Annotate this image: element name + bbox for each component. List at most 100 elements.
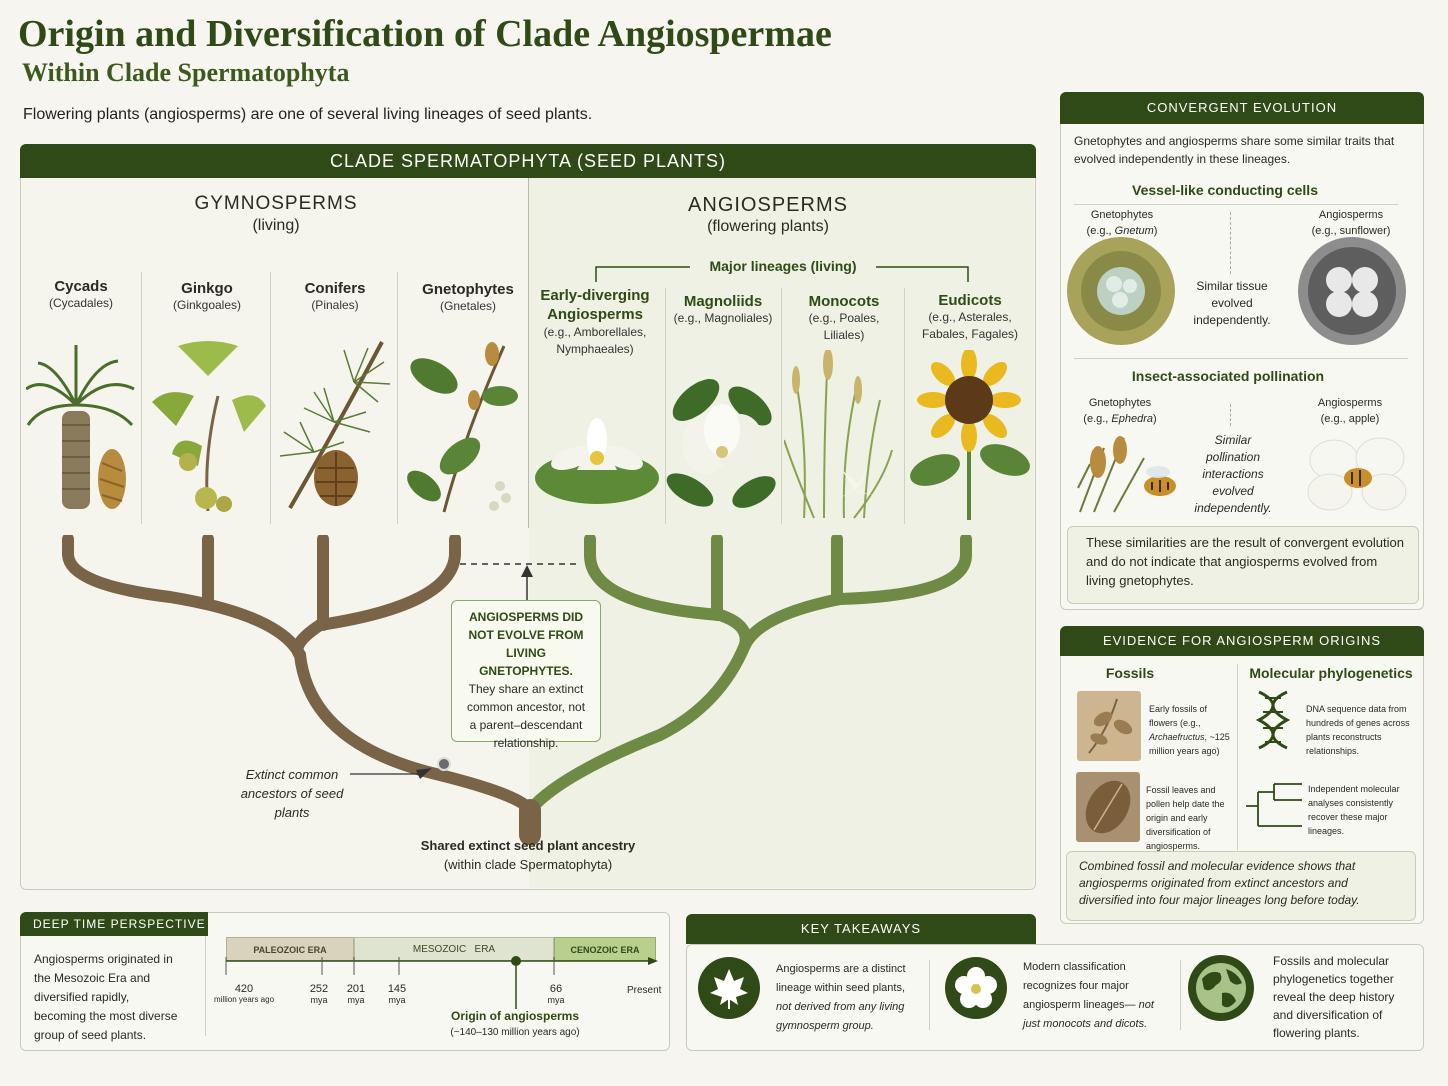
col-sep-2 — [270, 272, 271, 524]
evidence-conclusion: Combined fossil and molecular evidence s… — [1066, 851, 1416, 921]
magnolia-illustration — [666, 379, 776, 508]
timeline-axis — [225, 956, 658, 1009]
molecular-2-text: Independent molecular analyses consisten… — [1308, 784, 1400, 836]
phylogeny-tree — [62, 535, 972, 845]
group-name: Ginkgo — [181, 280, 233, 297]
vessel-angio-label: Angiosperms (e.g., sunflower) — [1296, 207, 1406, 239]
deep-time-header: DEEP TIME PERSPECTIVE — [20, 912, 208, 936]
gnetophyte-illustration — [407, 342, 518, 513]
takeaway-1: Angiosperms are a distinct lineage withi… — [776, 960, 916, 1036]
group-name: Cycads — [54, 278, 108, 295]
vessel-title: Vessel-like conducting cells — [1132, 182, 1318, 198]
cycad-illustration — [26, 345, 135, 509]
convergent-header: CONVERGENT EVOLUTION — [1060, 92, 1424, 124]
apple-blossom-illustration — [1307, 437, 1407, 511]
group-name: Gnetophytes — [422, 281, 514, 298]
takeaway-2-b: not just monocots and dicots. — [1023, 999, 1154, 1030]
deep-time-text: Angiosperms originated in the Mesozoic E… — [34, 952, 178, 1042]
takeaways-header: KEY TAKEAWAYS — [686, 914, 1036, 944]
vessel-rule — [1074, 204, 1398, 205]
tick-420: 420 million years ago — [206, 983, 282, 1004]
takeaway-divider-2 — [1180, 960, 1181, 1030]
group-sub: (Ginkgoales) — [172, 298, 242, 312]
group-gnetophytes: Gnetophytes (Gnetales) — [400, 281, 536, 315]
major-lineages-bracket — [595, 266, 969, 282]
era-mesozoic: MESOZOIC ERA — [354, 937, 554, 961]
insect-title: Insect-associated pollination — [1131, 368, 1325, 384]
convergent-panel — [1060, 92, 1424, 610]
col-sep-1 — [141, 272, 142, 524]
ginkgo-illustration — [152, 341, 266, 512]
flower-fossil-image — [1077, 691, 1141, 761]
col-sep-6 — [781, 288, 782, 524]
vessel-divider — [1230, 212, 1231, 274]
takeaways-panel — [686, 944, 1424, 1051]
tick-value: 252 — [309, 983, 329, 995]
gnetophyte-callout: ANGIOSPERMS DID NOT EVOLVE FROM LIVING G… — [451, 600, 601, 750]
waterlily-illustration — [535, 418, 659, 504]
group-sub: (Gnetales) — [439, 299, 497, 313]
maple-leaf-icon — [698, 957, 760, 1019]
tick-66: 66 mya — [539, 983, 573, 1005]
insect-angio-label: Angiosperms (e.g., apple) — [1300, 395, 1400, 427]
group-name: Magnoliids — [683, 293, 763, 310]
fossil-2-text: Fossil leaves and pollen help date the o… — [1146, 785, 1225, 851]
group-sub: (e.g., Poales, Liliales) — [808, 311, 880, 342]
intro-text: Flowering plants (angiosperms) are one o… — [23, 106, 593, 123]
group-sub: (e.g., Amborellales, Nymphaeales) — [543, 325, 647, 356]
angio-label: Angiosperms — [1317, 397, 1383, 409]
group-name: Eudicots — [938, 292, 1002, 309]
leaf-fossil-image — [1076, 772, 1140, 842]
insect-gneto-label: Gnetophytes (e.g., Ephedra) — [1070, 395, 1170, 427]
gymno-angio-divider — [528, 178, 529, 528]
group-name: Monocots — [808, 293, 880, 310]
group-name: Conifers — [304, 280, 366, 297]
tick-value: 66 — [549, 983, 563, 995]
evidence-header: EVIDENCE FOR ANGIOSPERM ORIGINS — [1060, 626, 1424, 656]
root-sub: (within clade Spermatophyta) — [443, 857, 613, 872]
takeaway-2: Modern classification recognizes four ma… — [1023, 958, 1173, 1034]
sunflower-micrograph — [1298, 237, 1406, 345]
group-sub: (e.g., Asterales, Fabales, Fagales) — [921, 310, 1019, 341]
group-sub: (e.g., Magnoliales) — [673, 311, 773, 325]
angio-example: (e.g., sunflower) — [1311, 225, 1391, 237]
convergent-conclusion: These similarities are the result of con… — [1067, 526, 1419, 604]
tick-201: 201 mya — [339, 983, 373, 1005]
tick-252: 252 mya — [302, 983, 336, 1005]
tick-value: 201 — [346, 983, 366, 995]
tick-unit: mya — [547, 995, 565, 1005]
callout-bold: ANGIOSPERMS DID NOT EVOLVE FROM LIVING G… — [468, 610, 584, 678]
takeaway-2-a: Modern classification recognizes four ma… — [1023, 961, 1136, 1011]
col-sep-5 — [665, 288, 666, 524]
dna-icon — [1255, 690, 1291, 750]
group-name: Early-diverging Angiosperms — [540, 287, 650, 323]
origin-range: (~140–130 million years ago) — [450, 1027, 580, 1038]
gneto-label: Gnetophytes — [1088, 397, 1152, 409]
page-title: Origin and Diversification of Clade Angi… — [18, 13, 832, 55]
gnetum-micrograph — [1067, 237, 1175, 345]
sunflower-illustration — [910, 350, 1030, 520]
conifer-illustration — [279, 341, 391, 510]
group-sub: (Pinales) — [311, 298, 359, 312]
tick-unit: million years ago — [213, 995, 275, 1004]
gneto-label: Gnetophytes — [1090, 209, 1154, 221]
group-monocots: Monocots (e.g., Poales, Liliales) — [786, 293, 902, 344]
evidence-divider — [1237, 664, 1238, 850]
group-magnoliids: Magnoliids (e.g., Magnoliales) — [668, 293, 778, 327]
group-early-diverging: Early-diverging Angiosperms (e.g., Ambor… — [533, 286, 657, 358]
origin-label: Origin of angiosperms — [450, 1009, 579, 1023]
gymnosperms-title: GYMNOSPERMS — [194, 193, 358, 214]
tick-unit: mya — [388, 995, 406, 1005]
page-subtitle: Within Clade Spermatophyta — [22, 58, 350, 87]
tick-unit: mya — [347, 995, 365, 1005]
takeaway-3: Fossils and molecular phylogenetics toge… — [1273, 954, 1395, 1040]
globe-icon — [1188, 955, 1254, 1021]
convergent-mid-rule — [1074, 358, 1408, 359]
angio-label: Angiosperms — [1318, 209, 1384, 221]
extinct-ancestors-label: Extinct common ancestors of seed plants — [240, 767, 344, 820]
monocot-illustration — [784, 350, 893, 519]
root-label: Shared extinct seed plant ancestry — [420, 838, 636, 853]
molecular-1-text: DNA sequence data from hundreds of genes… — [1306, 704, 1410, 756]
callout-text: They share an extinct common ancestor, n… — [466, 682, 586, 750]
gneto-example: (e.g., Gnetum) — [1086, 225, 1158, 237]
